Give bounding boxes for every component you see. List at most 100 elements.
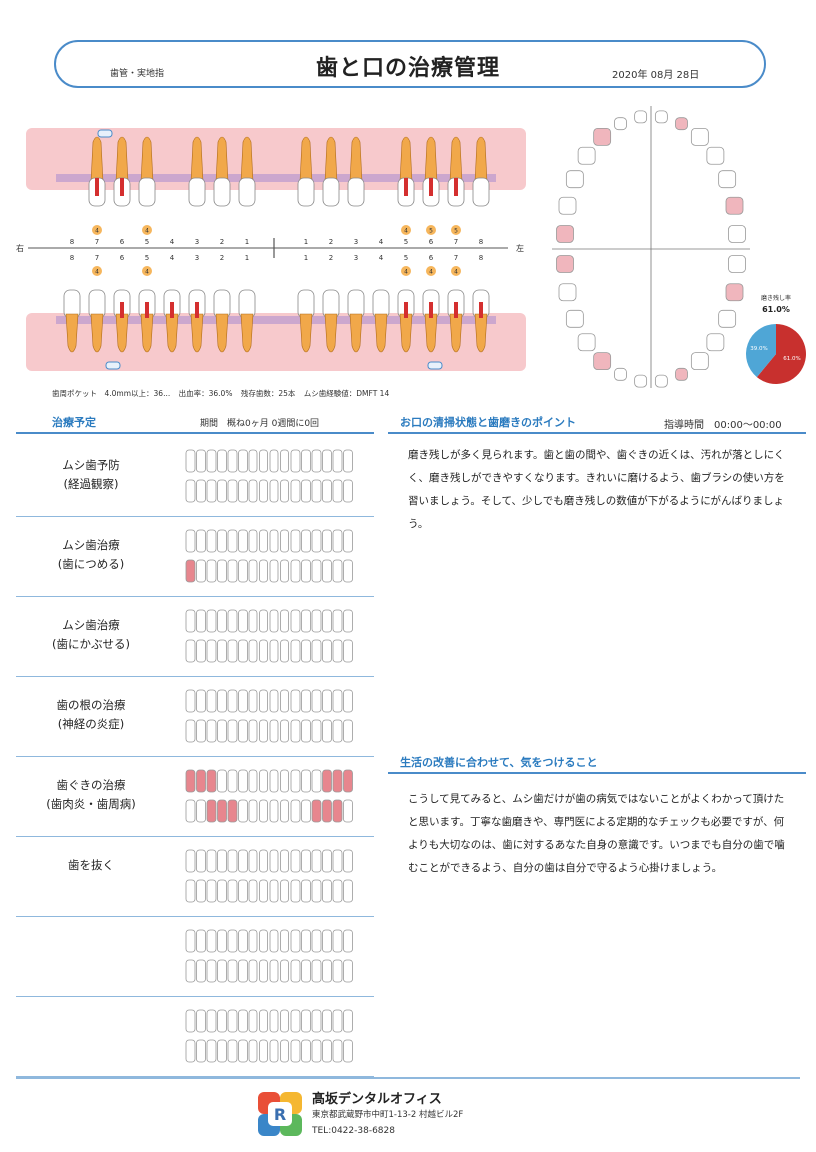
- svg-text:5: 5: [429, 228, 433, 235]
- arch-tooth: [577, 333, 596, 352]
- plan-lower-tooth: [322, 799, 332, 823]
- pocket-badge-upper: 5: [426, 225, 436, 235]
- plan-upper-tooth: [206, 1009, 217, 1033]
- upper-tooth-number: 2: [329, 238, 333, 246]
- plan-lower-tooth: [343, 879, 353, 903]
- plan-lower-tooth: [238, 719, 248, 743]
- upper-tooth: [138, 136, 156, 207]
- plan-upper-tooth: [269, 529, 279, 553]
- arch-tooth: [614, 117, 627, 131]
- plan-row: [16, 996, 374, 1077]
- plan-row-label-line1: 歯を抜く: [68, 858, 114, 872]
- plan-upper-tooth: [248, 1009, 258, 1033]
- plan-lower-tooth: [185, 879, 196, 903]
- plan-lower-tooth: [196, 559, 206, 583]
- plan-lower-tooth: [248, 479, 258, 503]
- upper-tooth-number: 1: [245, 238, 249, 246]
- plan-lower-tooth: [196, 1039, 206, 1063]
- plan-upper-tooth: [301, 929, 311, 953]
- upper-tooth-number: 1: [304, 238, 308, 246]
- plan-lower-tooth: [217, 559, 227, 583]
- plan-upper-tooth: [343, 689, 353, 713]
- plan-upper-tooth: [332, 1009, 343, 1033]
- lower-tooth-number: 8: [70, 254, 74, 262]
- plan-lower-tooth: [259, 479, 268, 503]
- upper-teeth-row: [88, 136, 490, 207]
- upper-tooth-number: 5: [404, 238, 408, 246]
- pie-slice-red-label: 61.0%: [783, 356, 800, 362]
- lower-tooth: [138, 289, 156, 353]
- svg-text:4: 4: [429, 269, 433, 276]
- lower-tooth-number: 5: [145, 254, 149, 262]
- plan-upper-tooth: [322, 849, 332, 873]
- plan-upper-tooth: [227, 529, 238, 553]
- side-right-label: 右: [16, 243, 24, 253]
- upper-tooth: [88, 136, 106, 207]
- plan-section-title: 治療予定: [52, 416, 96, 429]
- plan-lower-tooth: [259, 719, 268, 743]
- lower-tooth: [372, 289, 390, 353]
- plan-upper-tooth: [290, 929, 301, 953]
- plan-upper-tooth: [301, 689, 311, 713]
- plan-row-label-line2: (歯にかぶせる): [52, 637, 130, 651]
- stat-dmft: ムシ歯経験値：DMFT 14: [303, 389, 390, 398]
- plan-upper-tooth: [301, 769, 311, 793]
- plan-upper-tooth: [227, 849, 238, 873]
- plan-upper-tooth: [311, 529, 322, 553]
- implant-marker-bottom-right: [427, 361, 443, 370]
- upper-tooth: [397, 136, 415, 207]
- chart-stats: 歯周ポケット 4.0mm以上：36... 出血率：36.0% 残存歯数：25本 …: [52, 388, 395, 399]
- plan-lower-tooth: [227, 879, 238, 903]
- plan-lower-tooth: [322, 479, 332, 503]
- plan-upper-tooth: [259, 689, 268, 713]
- stat-bleeding: 出血率：36.0%: [178, 389, 233, 398]
- plan-lower-tooth: [269, 1039, 279, 1063]
- plan-lower-tooth: [290, 639, 301, 663]
- lower-tooth: [188, 289, 206, 353]
- life-divider: [388, 772, 806, 774]
- arch-tooth: [718, 309, 737, 328]
- svg-text:4: 4: [95, 269, 99, 276]
- plan-upper-tooth: [227, 769, 238, 793]
- plan-upper-tooth: [238, 689, 248, 713]
- plan-teeth-diagram: [185, 849, 353, 903]
- plan-lower-tooth: [322, 559, 332, 583]
- upper-tooth: [447, 136, 465, 207]
- header-frame: [54, 40, 766, 88]
- plan-lower-tooth: [280, 799, 289, 823]
- plan-lower-tooth: [290, 799, 301, 823]
- pocket-badge-lower: 4: [426, 266, 436, 276]
- plan-upper-tooth: [290, 849, 301, 873]
- plan-lower-tooth: [290, 719, 301, 743]
- plan-upper-tooth: [269, 609, 279, 633]
- plan-row-label-line2: (神経の炎症): [57, 717, 125, 731]
- plan-lower-tooth: [248, 1039, 258, 1063]
- upper-tooth: [213, 136, 231, 207]
- lower-tooth: [163, 289, 181, 353]
- plan-lower-tooth: [217, 799, 227, 823]
- plan-lower-tooth: [217, 959, 227, 983]
- plan-upper-tooth: [311, 929, 322, 953]
- plan-upper-tooth: [259, 449, 268, 473]
- plan-teeth-diagram: [185, 529, 353, 583]
- footer-divider: [16, 1077, 800, 1079]
- plan-upper-tooth: [217, 849, 227, 873]
- upper-tooth-number: 3: [354, 238, 358, 246]
- plan-lower-tooth: [343, 799, 353, 823]
- pocket-badge-upper: 4: [142, 225, 152, 235]
- plan-row-label: 歯の根の治療(神経の炎症): [16, 696, 166, 734]
- plan-upper-tooth: [259, 849, 268, 873]
- arch-tooth: [634, 374, 648, 388]
- plan-lower-tooth: [259, 879, 268, 903]
- upper-tooth-number: 4: [379, 238, 384, 246]
- plan-lower-tooth: [206, 959, 217, 983]
- plan-lower-tooth: [311, 959, 322, 983]
- plan-lower-tooth: [343, 479, 353, 503]
- plan-upper-tooth: [259, 1009, 268, 1033]
- plan-lower-tooth: [206, 1039, 217, 1063]
- oral-divider: [388, 432, 806, 434]
- svg-text:4: 4: [95, 228, 99, 235]
- svg-text:4: 4: [404, 228, 408, 235]
- plan-period: 期間 概ね0ヶ月 0週間に0回: [200, 419, 320, 429]
- plan-lower-tooth: [311, 879, 322, 903]
